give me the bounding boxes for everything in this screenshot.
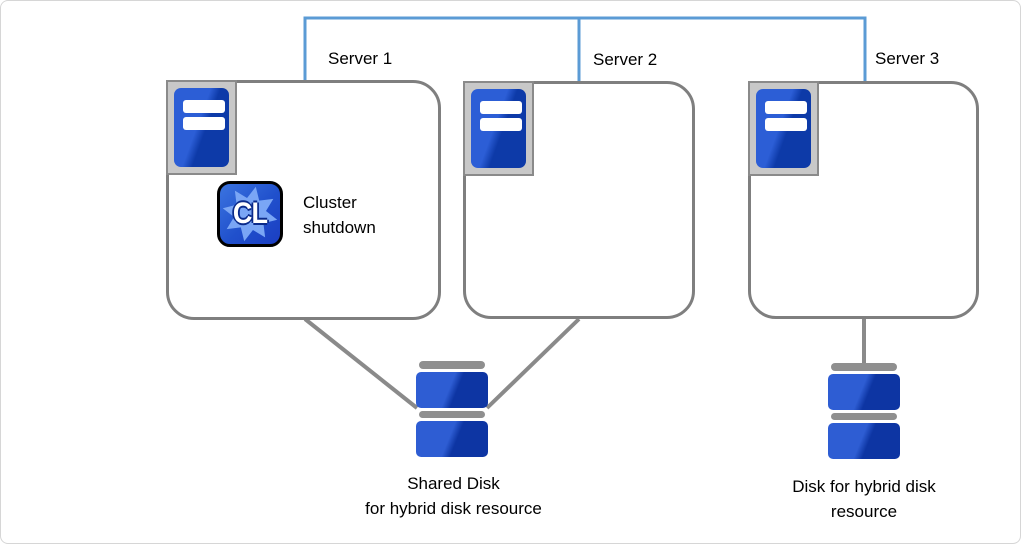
server3-box	[748, 81, 979, 319]
shared-disk-icon	[416, 361, 488, 457]
disk-platter	[416, 372, 488, 408]
shared-disk-label-line1: Shared Disk	[407, 474, 500, 493]
server2-label: Server 2	[593, 50, 658, 69]
server1-box: CL	[166, 80, 441, 320]
server-tower-slot	[183, 117, 225, 130]
disk-platter	[416, 421, 488, 457]
server1-label: Server 1	[328, 49, 393, 68]
server1-to-shared-disk-line	[303, 317, 419, 410]
server-tower-icon	[166, 80, 237, 175]
server-tower-body	[174, 88, 229, 167]
disk-platter	[828, 374, 900, 410]
server-tower-body	[756, 89, 811, 168]
server-tower-body	[471, 89, 526, 168]
expresscluster-cl-icon: CL	[217, 181, 283, 247]
disk-platter	[828, 423, 900, 459]
cl-badge-text: CL	[232, 197, 268, 230]
shared-disk-label: Shared Disk for hybrid disk resource	[331, 471, 576, 521]
disk-divider	[419, 411, 485, 418]
server-tower-slot	[765, 118, 807, 131]
disk-icon	[828, 363, 900, 459]
server-tower-slot	[765, 101, 807, 114]
server3-disk-label: Disk for hybrid disk resource	[754, 474, 974, 524]
server3-disk-label-line1: Disk for hybrid disk	[792, 477, 936, 496]
cluster-shutdown-label: Cluster shutdown	[303, 193, 376, 237]
server-tower-icon	[748, 81, 819, 176]
server3-label: Server 3	[875, 49, 940, 68]
shared-disk-label-line2: for hybrid disk resource	[365, 499, 542, 518]
server3-disk-label-line2: resource	[830, 502, 898, 521]
cl-starburst-icon	[222, 186, 278, 242]
server-tower-icon	[463, 81, 534, 176]
disk-cap	[831, 363, 897, 371]
server-tower-slot	[480, 101, 522, 114]
server-tower-slot	[183, 100, 225, 113]
server2-to-shared-disk-line	[485, 317, 581, 410]
disk-cap	[419, 361, 485, 369]
server2-box	[463, 81, 695, 319]
server-tower-slot	[480, 118, 522, 131]
disk-divider	[831, 413, 897, 420]
